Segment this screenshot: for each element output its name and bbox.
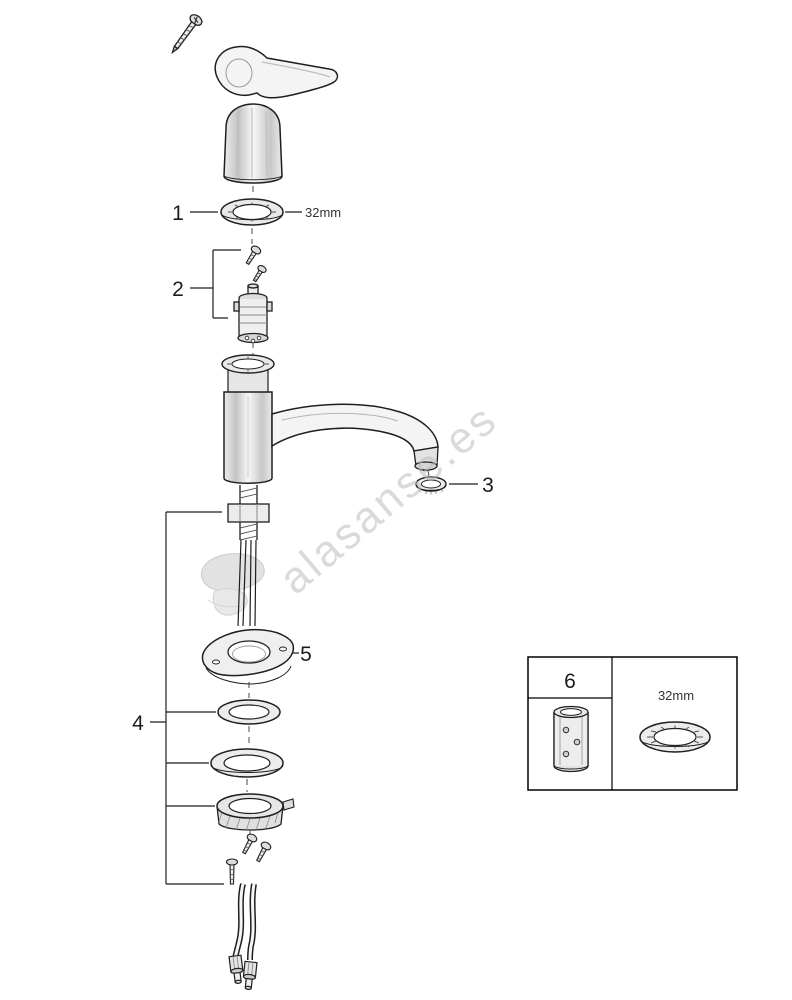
mounting-ring [220,198,284,226]
hose-connector-b [242,960,258,990]
callout-3: 3 [449,474,494,497]
clamp-screw-a [241,833,258,855]
callout-5: 5 [292,643,312,666]
callout-2-label: 2 [172,278,184,301]
washer-thin [217,699,281,725]
callout-2-bracket [190,249,241,319]
cartridge-screw-a [245,245,262,266]
lever-handle [214,45,339,99]
mounting-clamp [216,793,295,832]
callout-6-label: 6 [564,670,576,693]
spout [271,403,439,452]
faucet-body [221,354,439,484]
chrome-cap [223,103,283,184]
kit-ring [639,721,711,753]
supply-tubes [237,539,257,627]
hex-nut [227,503,270,523]
clamp-screw-b [255,841,272,863]
dim-32mm-kit-label: 32mm [658,688,694,703]
dim-32mm-label: 32mm [305,205,341,220]
service-kit-box: 6 32mm [527,656,738,791]
mounting-screw [225,858,239,885]
flexible-hoses [228,883,258,990]
aerator [415,476,447,495]
assembly-axis-dashes [246,186,430,836]
callout-1-label: 1 [172,202,184,225]
washer-thick [210,748,284,778]
socket-tool [553,705,589,773]
threaded-shank [227,485,270,541]
spout-outlet [413,446,439,472]
callout-1: 1 32mm [172,202,341,225]
hose-connector-a [228,954,244,984]
handle-screw-icon [171,14,203,55]
base-plate [201,628,295,685]
callout-4-label: 4 [132,712,144,735]
callout-4-bracket [150,511,224,885]
callout-3-label: 3 [482,474,494,497]
callout-5-label: 5 [300,643,312,666]
cartridge-screw-b [252,264,267,283]
cartridge [233,283,273,344]
